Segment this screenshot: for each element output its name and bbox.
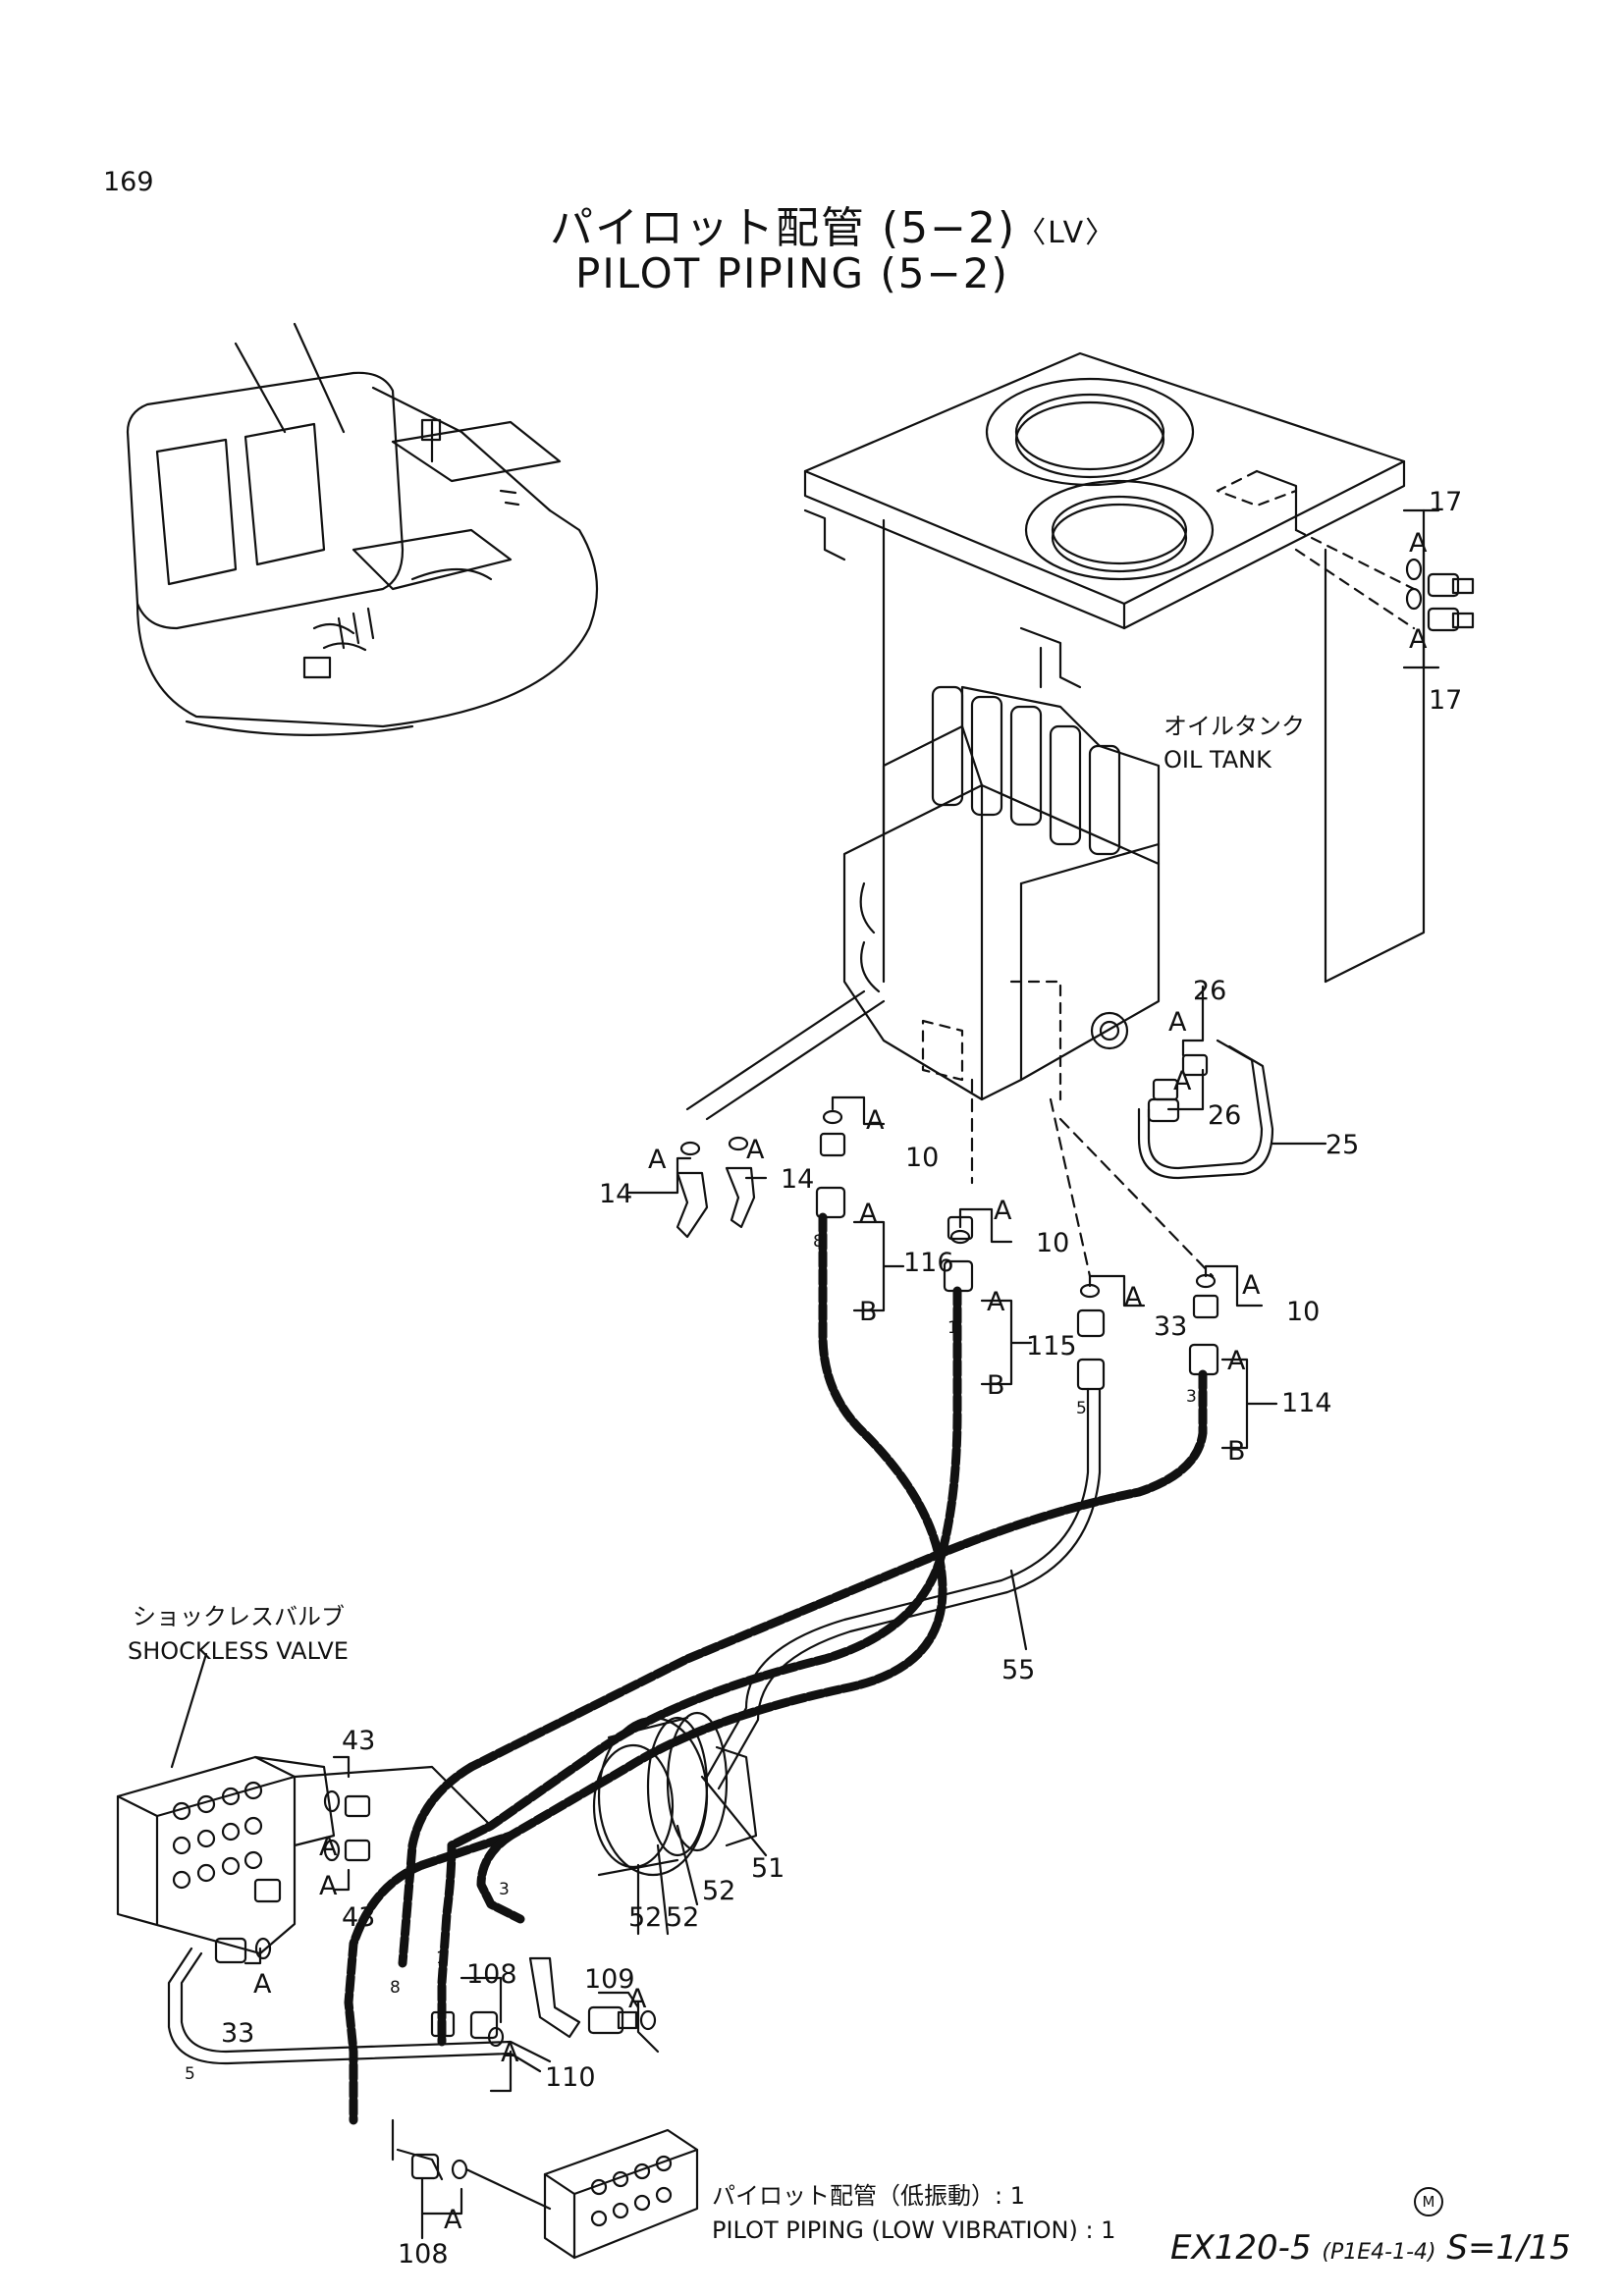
label-17-bottom: 17 — [1429, 685, 1462, 716]
hose-115 — [447, 1259, 974, 1850]
fitting-14-group — [676, 1136, 756, 1239]
label-a-108-top: A — [501, 2038, 519, 2068]
label-108-bottom: 108 — [398, 2239, 449, 2269]
label-a-109: A — [628, 1984, 647, 2014]
port-number-5-top: 5 — [1076, 1399, 1087, 1418]
label-114: 114 — [1281, 1388, 1332, 1418]
label-10-first: 10 — [905, 1143, 939, 1173]
label-110: 110 — [545, 2062, 596, 2093]
label-33-right: 33 — [1154, 1311, 1187, 1342]
label-a-114: A — [1227, 1346, 1246, 1376]
title-japanese-text: パイロット配管 (5−2) — [550, 203, 1017, 253]
port-number-5-bottom: 5 — [185, 2064, 195, 2084]
shockless-valve-block — [116, 1755, 493, 1955]
label-b-115: B — [987, 1370, 1005, 1401]
label-115: 115 — [1026, 1331, 1077, 1362]
label-55: 55 — [1001, 1655, 1035, 1685]
label-43-top: 43 — [342, 1726, 375, 1756]
label-a-43-top: A — [319, 1832, 338, 1862]
label-a-115: A — [987, 1287, 1005, 1317]
label-14-right: 14 — [781, 1164, 814, 1195]
label-10-second: 10 — [1036, 1228, 1069, 1258]
variant-tag: 〈LV〉 — [1016, 216, 1117, 250]
port-number-8-bottom: 8 — [390, 1978, 401, 1998]
label-116: 116 — [903, 1248, 954, 1278]
footer-ref: (P1E4-1-4) — [1322, 2240, 1436, 2265]
label-a-33-right: A — [1124, 1282, 1143, 1312]
port-number-3-top: 3 — [1186, 1387, 1197, 1407]
label-25: 25 — [1325, 1130, 1359, 1160]
caption-low-vibration-en: PILOT PIPING (LOW VIBRATION) : 1 — [712, 2216, 1115, 2244]
caption-oil-tank-en: OIL TANK — [1163, 746, 1272, 774]
label-a-26-bottom: A — [1173, 1066, 1192, 1096]
port-number-1-bottom: 1 — [436, 1949, 447, 1968]
port-number-3-bottom: 3 — [499, 1880, 510, 1899]
label-14-left: 14 — [599, 1179, 632, 1209]
label-52-a: 52 — [702, 1876, 735, 1906]
m-symbol-mark: M — [1414, 2187, 1443, 2216]
footer-scale: S=1/15 — [1446, 2228, 1571, 2268]
footer-model-code: EX120-5 (P1E4-1-4) S=1/15 — [1170, 2228, 1571, 2268]
title-english: PILOT PIPING (5−2) — [575, 249, 1009, 297]
fitting-17-group — [1402, 508, 1475, 669]
pipe-55 — [705, 1358, 1106, 1790]
label-b-116: B — [859, 1297, 878, 1327]
label-a-17-top: A — [1409, 528, 1428, 559]
excavator-overview-illustration — [126, 322, 599, 736]
rotating-joint — [592, 1711, 758, 1877]
label-26-top: 26 — [1193, 976, 1226, 1006]
page-number: 169 — [103, 167, 154, 197]
title-japanese: パイロット配管 (5−2)〈LV〉 — [550, 192, 1116, 255]
label-a-10-first: A — [866, 1105, 885, 1136]
port-number-8-top: 8 — [813, 1232, 824, 1252]
label-52-c: 52 — [628, 1902, 662, 1933]
caption-oil-tank-jp: オイルタンク — [1163, 713, 1305, 740]
label-a-17-bottom: A — [1409, 624, 1428, 655]
label-a-10-third: A — [1242, 1270, 1261, 1301]
label-a-116: A — [859, 1199, 878, 1229]
pipe-25 — [1147, 1039, 1264, 1170]
label-43-bottom: 43 — [342, 1902, 375, 1933]
label-a-10-second: A — [994, 1196, 1012, 1226]
port-number-1-top: 1 — [947, 1318, 958, 1338]
label-10-third: 10 — [1286, 1297, 1320, 1327]
label-109: 109 — [584, 1964, 635, 1995]
label-a-14-right: A — [746, 1135, 765, 1165]
hose-114 — [466, 1343, 1219, 1772]
label-108-top: 108 — [466, 1959, 517, 1990]
label-a-14-left: A — [648, 1145, 667, 1175]
caption-shockless-valve-en: SHOCKLESS VALVE — [128, 1637, 349, 1665]
control-valve-illustration — [842, 646, 1161, 1101]
label-17-top: 17 — [1429, 487, 1462, 517]
label-a-108-bottom: A — [444, 2205, 462, 2235]
label-a-26-top: A — [1168, 1007, 1187, 1038]
caption-low-vibration-jp: パイロット配管（低振動）: 1 — [712, 2182, 1025, 2210]
label-26-bottom: 26 — [1208, 1100, 1241, 1131]
label-b-114: B — [1227, 1436, 1246, 1467]
label-51: 51 — [751, 1853, 784, 1884]
caption-shockless-valve-jp: ショックレスバルブ — [133, 1603, 345, 1630]
label-a-33-left: A — [253, 1969, 272, 2000]
low-vibration-valve-block — [543, 2128, 699, 2260]
label-33-left: 33 — [221, 2018, 254, 2049]
hose-116 — [417, 1186, 947, 1870]
label-52-b: 52 — [666, 1902, 699, 1933]
footer-model: EX120-5 — [1170, 2228, 1312, 2268]
oil-tank-illustration — [803, 351, 1426, 984]
label-a-43-bottom: A — [319, 1871, 338, 1901]
